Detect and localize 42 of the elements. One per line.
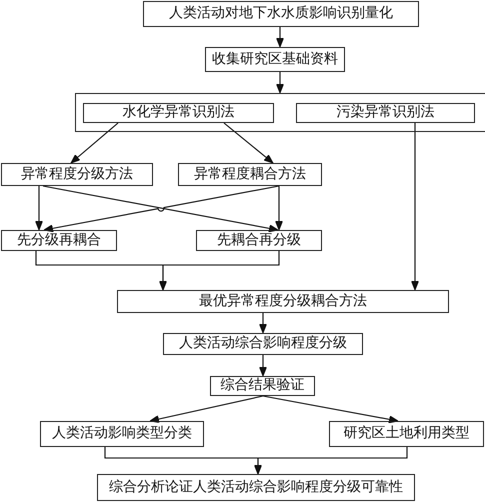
merge-arrow [254,447,408,474]
step-label: 先耦合再分级 [217,232,301,248]
process-box [178,163,322,186]
step-label: 研究区土地利用类型 [344,426,470,442]
step-label: 异常程度耦合方法 [194,166,306,182]
step-label: 最优异常程度分级耦合方法 [199,294,367,310]
process-box [1,163,153,186]
process-box [143,1,419,27]
arrow [35,186,43,230]
step-label: 异常程度分级方法 [21,166,133,182]
step-label: 污染异常识别法 [336,105,434,121]
arrow [150,395,264,423]
process-box [83,103,274,123]
arrow [276,27,284,48]
arrow [411,123,419,290]
step-label: 人类活动影响类型分类 [52,426,192,442]
step-label: 水化学异常识别法 [122,105,234,121]
group-frame [75,93,485,132]
process-box [296,103,475,123]
process-box [196,230,322,251]
arrow [224,122,274,164]
arrow [259,313,267,334]
arrow [70,122,118,164]
process-box [329,421,484,447]
step-label: 先分级再耦合 [17,232,101,248]
process-box [163,333,363,355]
merge-arrow [159,251,280,290]
step-label: 人类活动综合影响程度分级 [179,336,347,352]
process-box [97,474,415,501]
step-label: 收集研究区基础资料 [212,52,338,68]
process-box [117,290,449,313]
process-box [1,230,117,251]
process-box [205,47,345,72]
arrow [276,72,284,94]
step-label: 人类活动对地下水水质影响识别量化 [169,6,393,22]
arrow [259,355,267,376]
process-box [210,376,315,396]
step-label: 综合分析论证人类活动综合影响程度分级可靠性 [109,480,403,496]
process-box [40,421,204,447]
step-label: 综合结果验证 [220,378,304,394]
arrow [262,395,398,424]
arrow [275,186,283,230]
